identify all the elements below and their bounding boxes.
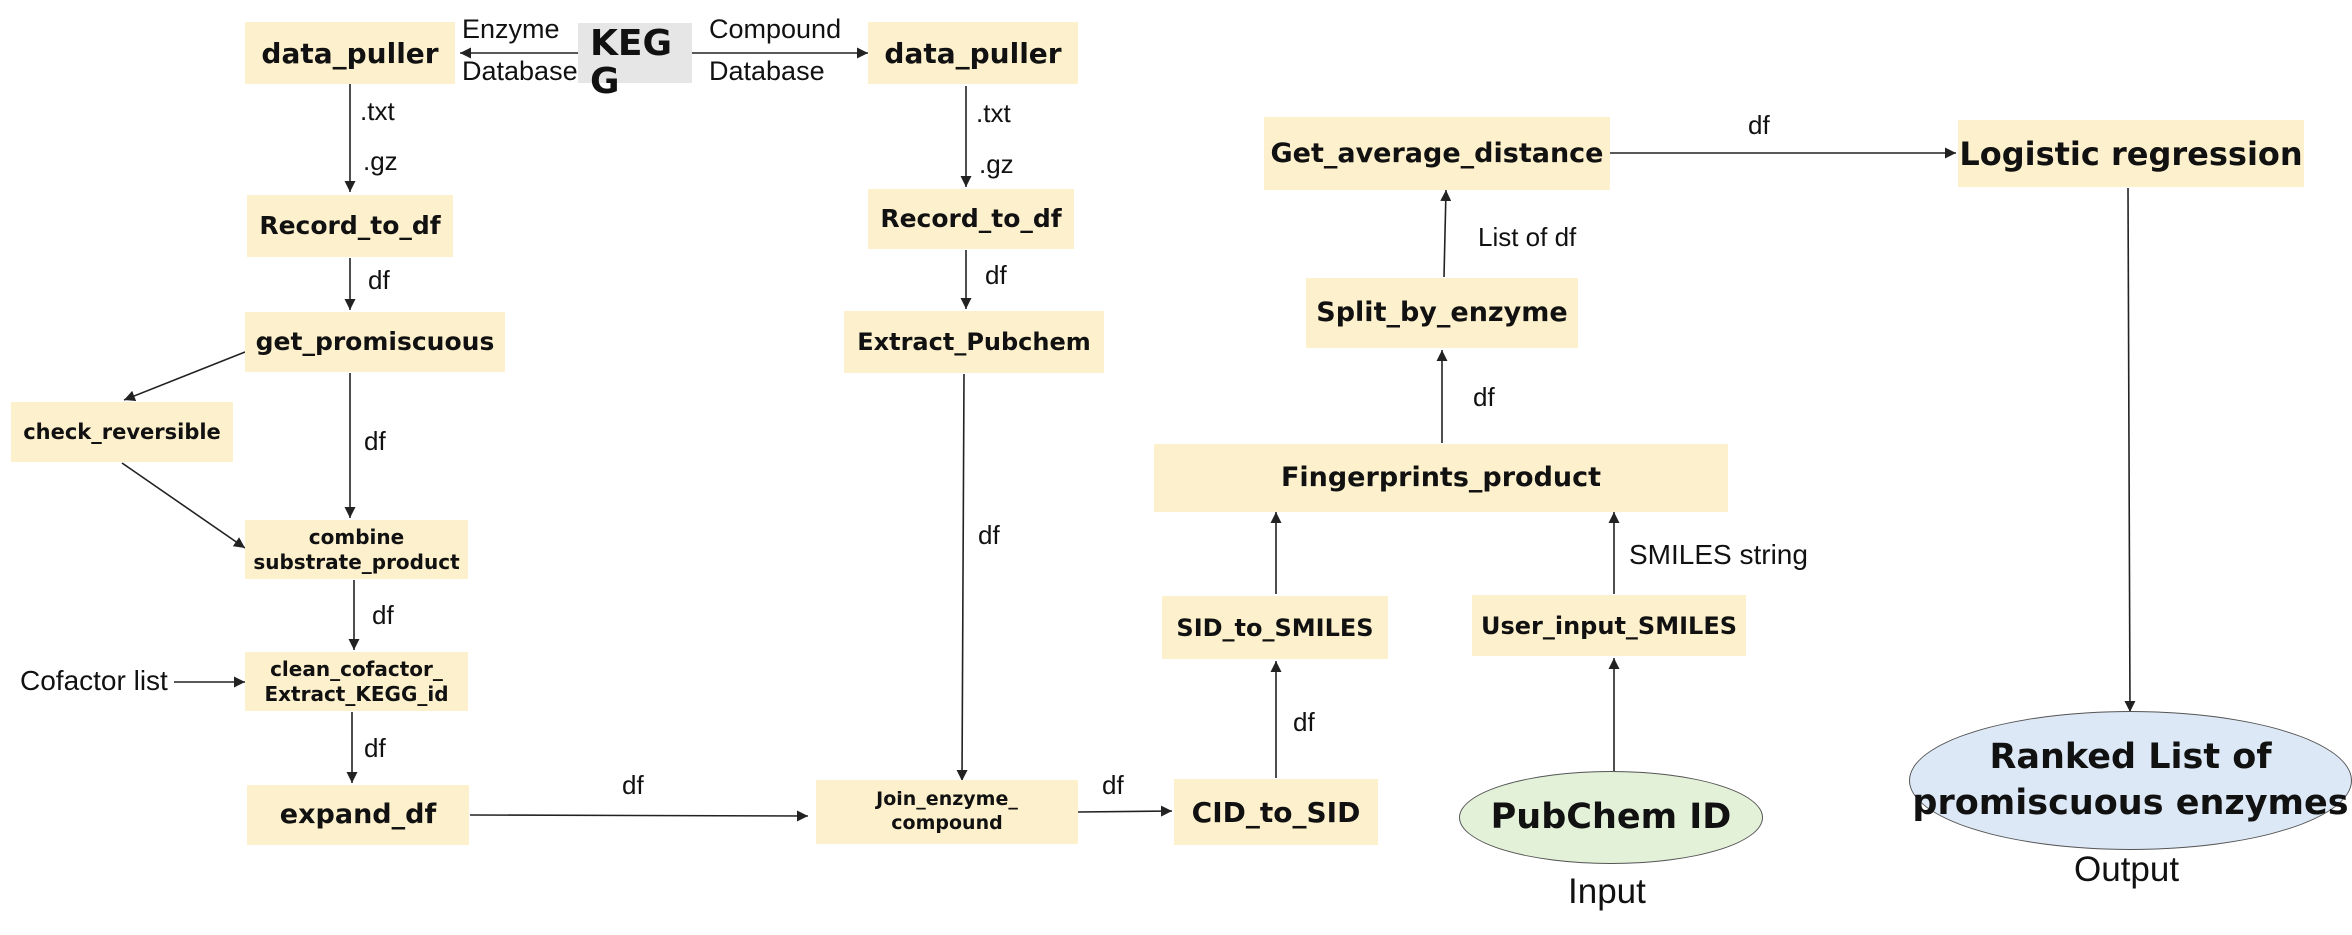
- edge-promiscuous-to-check-reversible: [123, 351, 246, 402]
- expand-df-node: expand_df: [247, 785, 469, 845]
- label-database-left: Database: [462, 56, 578, 86]
- edge-check-reversible-to-combine: [121, 462, 246, 549]
- sid-to-smiles-node: SID_to_SMILES: [1162, 596, 1388, 659]
- label-df-expand: df: [622, 770, 644, 800]
- combine-node: combine substrate_product: [245, 520, 468, 579]
- edge-split-to-get-avg: [1440, 189, 1452, 278]
- pubchem-id-node: PubChem ID: [1459, 771, 1763, 864]
- check-reversible-node: check_reversible: [11, 402, 233, 462]
- label-gz-left: .gz: [363, 146, 398, 176]
- label-df-fingerprints: df: [1473, 382, 1495, 412]
- get-average-distance-node: Get_average_distance: [1264, 117, 1610, 190]
- data-puller-right-node: data_puller: [868, 22, 1078, 84]
- label-df-combine: df: [372, 600, 394, 630]
- label-txt-right: .txt: [976, 98, 1011, 128]
- label-df-cid: df: [1293, 707, 1315, 737]
- label-list-of-df: List of df: [1478, 222, 1577, 252]
- data-puller-left-node: data_puller: [245, 22, 455, 84]
- kegg-node: KEG G: [578, 23, 692, 100]
- edge-expand-to-join: [469, 810, 809, 822]
- split-by-enzyme-node: Split_by_enzyme: [1306, 278, 1578, 348]
- clean-cofactor-node: clean_cofactor_ Extract_KEGG_id: [245, 652, 468, 711]
- get-promiscuous-node: get_promiscuous: [245, 312, 505, 372]
- record-to-df-left-node: Record_to_df: [247, 195, 453, 257]
- user-input-smiles-node: User_input_SMILES: [1472, 595, 1746, 656]
- cid-to-sid-node: CID_to_SID: [1174, 779, 1378, 845]
- label-df-avg: df: [1748, 110, 1770, 140]
- label-enzyme: Enzyme: [462, 14, 560, 44]
- label-df-record-left: df: [368, 265, 390, 295]
- extract-pubchem-node: Extract_Pubchem: [844, 311, 1104, 373]
- edge-logistic-to-ranked: [2124, 187, 2136, 713]
- label-df-record-right: df: [985, 260, 1007, 290]
- logistic-regression-node: Logistic regression: [1958, 120, 2304, 187]
- label-df-join: df: [1102, 770, 1124, 800]
- edge-join-to-cid: [1077, 805, 1173, 817]
- label-input: Input: [1568, 872, 1646, 911]
- join-enzyme-compound-node: Join_enzyme_ compound: [816, 780, 1078, 844]
- edge-extract-to-join: [956, 373, 968, 782]
- label-smiles-string: SMILES string: [1629, 539, 1808, 570]
- record-to-df-right-node: Record_to_df: [868, 189, 1074, 249]
- label-df-promiscuous: df: [364, 426, 386, 456]
- label-df-clean: df: [364, 733, 386, 763]
- label-output: Output: [2074, 850, 2180, 889]
- label-txt-left: .txt: [360, 96, 395, 126]
- fingerprints-product-node: Fingerprints_product: [1154, 444, 1728, 512]
- label-database-right: Database: [709, 56, 825, 86]
- ranked-list-node: Ranked List of promiscuous enzymes: [1909, 711, 2352, 850]
- label-cofactor-list: Cofactor list: [20, 665, 168, 696]
- label-gz-right: .gz: [979, 149, 1014, 179]
- label-df-extract: df: [978, 520, 1000, 550]
- label-compound: Compound: [709, 14, 842, 44]
